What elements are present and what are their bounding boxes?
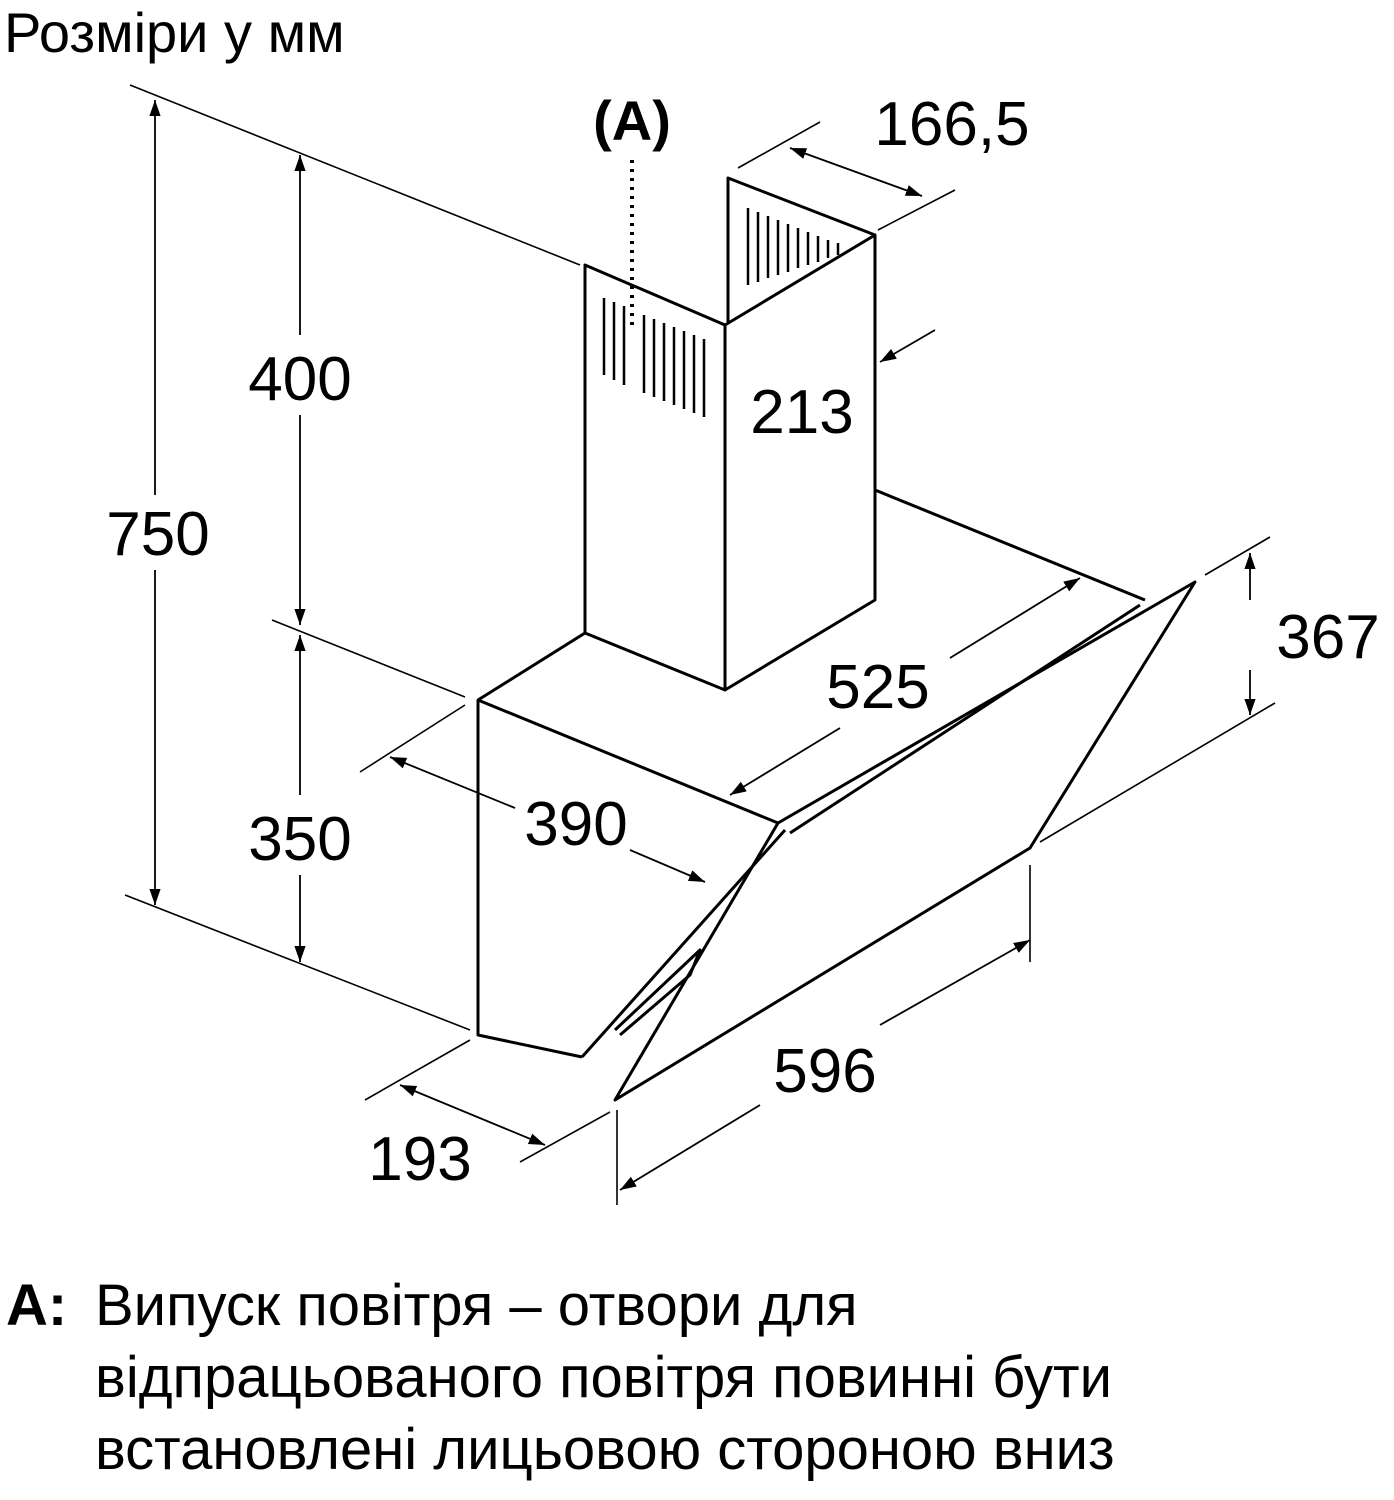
callout-a-label: (A) [593, 89, 671, 152]
dim-350: 350 [248, 805, 351, 874]
dim-390: 390 [524, 790, 627, 859]
dim-750: 750 [106, 500, 209, 569]
dimension-labels: 750 400 350 166,5 213 525 390 367 596 19… [106, 90, 1379, 1194]
dim-367: 367 [1276, 603, 1379, 672]
footnote-line: Випуск повітря – отвори для [95, 1273, 858, 1338]
diagram-title: Розміри у мм [4, 1, 345, 64]
footnote-line: встановлені лицьовою стороною вниз [95, 1417, 1115, 1482]
dim-193: 193 [368, 1125, 471, 1194]
extension-lines [124, 84, 1276, 1205]
hood-outline [476, 176, 1197, 1102]
dim-525: 525 [826, 653, 929, 722]
dim-596: 596 [773, 1037, 876, 1106]
dimension-lines [149, 100, 1256, 1191]
vent-slots [602, 208, 840, 417]
dim-213: 213 [750, 378, 853, 447]
footnote-line: відпрацьованого повітря повинні бути [95, 1345, 1113, 1410]
dim-400: 400 [248, 345, 351, 414]
dim-166-5: 166,5 [874, 90, 1029, 159]
footnote-label: A: [6, 1273, 68, 1338]
